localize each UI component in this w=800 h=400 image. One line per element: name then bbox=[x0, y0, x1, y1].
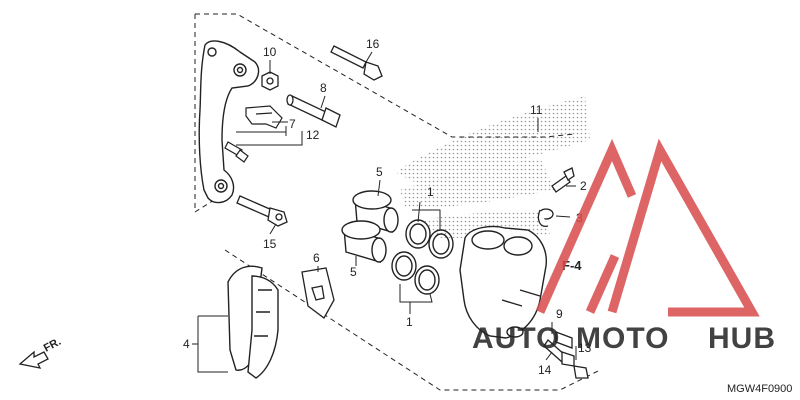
part-16-bolt bbox=[330, 45, 383, 81]
caliper-bracket bbox=[198, 40, 260, 204]
callout-5b: 5 bbox=[350, 265, 357, 279]
callout-8: 8 bbox=[320, 81, 327, 95]
part-5-pistons bbox=[341, 190, 399, 263]
part-3-cap bbox=[537, 208, 554, 227]
part-1-seals bbox=[391, 219, 454, 295]
diagram-code: MGW4F0900 bbox=[727, 383, 792, 395]
callout-13: 13 bbox=[578, 341, 592, 355]
part-10-nut bbox=[261, 71, 279, 91]
watermark-logo: AUTO MOTO HUB bbox=[472, 138, 776, 355]
callout-10: 10 bbox=[263, 45, 277, 59]
callout-2: 2 bbox=[580, 179, 587, 193]
part-6-pad-spring bbox=[301, 267, 335, 319]
leader-lines bbox=[192, 51, 577, 373]
part-2-bleeder bbox=[551, 167, 575, 193]
watermark-brand-hub: HUB bbox=[708, 322, 776, 355]
part-4-brake-pads bbox=[227, 265, 279, 379]
callout-4: 4 bbox=[183, 337, 190, 351]
direction-label: FR. bbox=[42, 336, 63, 355]
callout-labels: 1 1 2 3 4 5 5 6 7 8 9 10 11 12 13 14 15 … bbox=[183, 37, 592, 377]
callout-12: 12 bbox=[306, 128, 320, 142]
callout-7: 7 bbox=[289, 117, 296, 131]
callout-6: 6 bbox=[313, 251, 320, 265]
callout-5a: 5 bbox=[376, 165, 383, 179]
front-direction-arrow: FR. bbox=[18, 336, 63, 369]
callout-15: 15 bbox=[263, 237, 277, 251]
callout-1b: 1 bbox=[406, 315, 413, 329]
part-7-clip bbox=[245, 105, 283, 129]
watermark-triangle-emblem bbox=[535, 138, 760, 317]
caliper-body bbox=[459, 225, 547, 339]
callout-14: 14 bbox=[538, 363, 552, 377]
watermark-brand-auto: AUTO bbox=[472, 322, 560, 355]
watermark-brand-moto: MOTO bbox=[576, 322, 669, 355]
callout-1a: 1 bbox=[427, 185, 434, 199]
callout-16: 16 bbox=[366, 37, 380, 51]
part-12-stud bbox=[224, 141, 249, 163]
callout-9: 9 bbox=[556, 307, 563, 321]
part-15-bolt bbox=[236, 195, 288, 227]
part-9-14-13-hardware bbox=[543, 331, 589, 379]
part-8-pin bbox=[286, 94, 341, 128]
callout-11: 11 bbox=[530, 103, 543, 117]
